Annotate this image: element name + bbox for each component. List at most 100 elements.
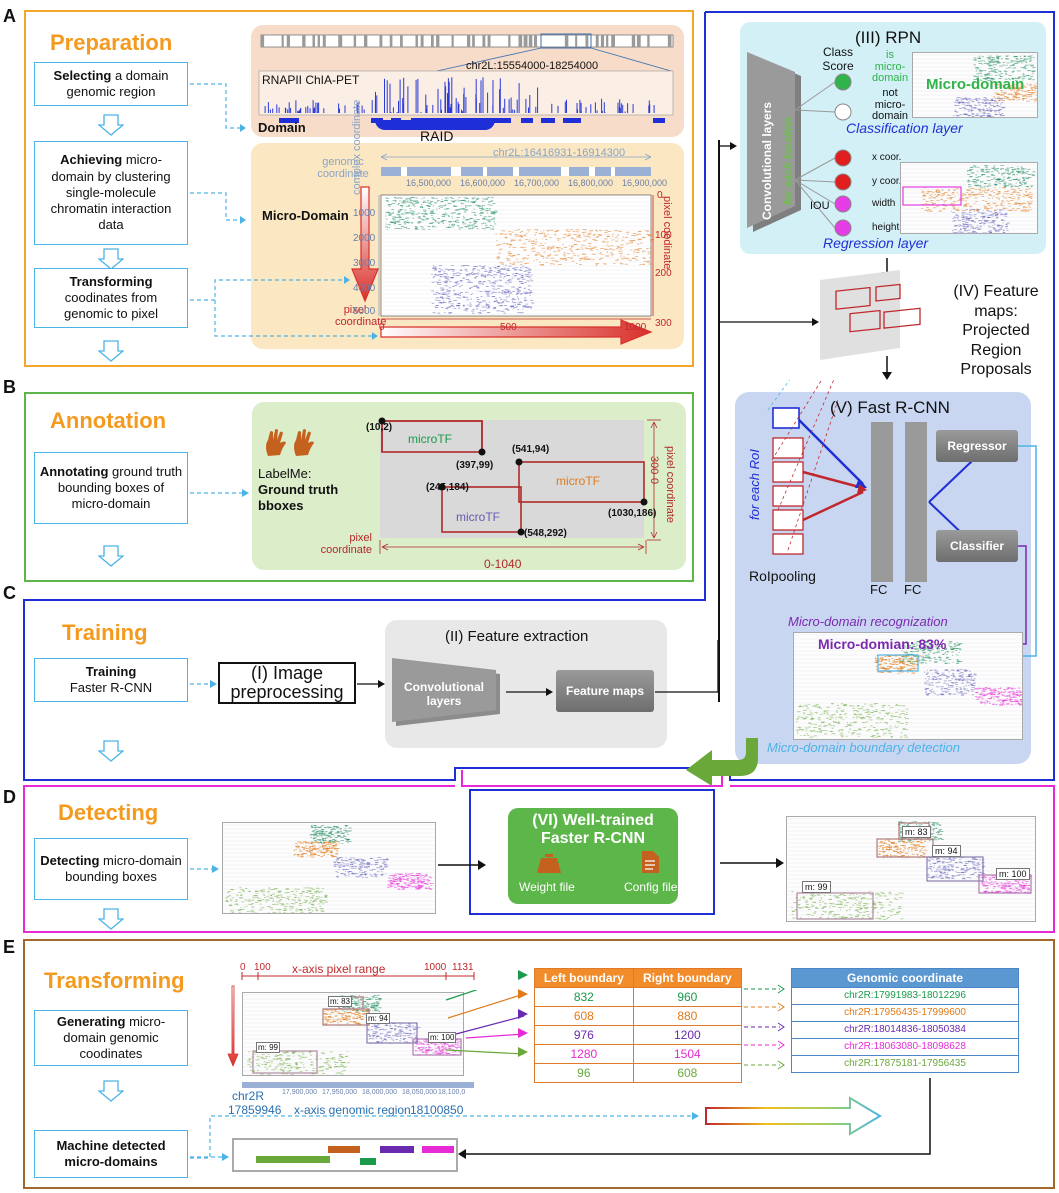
table-cell: 960: [632, 987, 743, 1007]
down-arrow-icon: [98, 740, 124, 762]
region-sub-label: chr2L:16416931-16914300: [493, 147, 626, 159]
transform-tag: m: 83: [328, 996, 353, 1007]
md-bar-green: [360, 1158, 376, 1165]
fast-rcnn-thumb: [793, 632, 1023, 740]
rpn-class-thumb: [912, 52, 1038, 118]
table-cell: 880: [632, 1006, 743, 1026]
panel-letter-a: A: [3, 6, 16, 26]
transforming-step-box: Transforming coodinates from genomic to …: [34, 268, 188, 328]
detect-tag: m: 100: [996, 868, 1030, 880]
table-cell: 1504: [632, 1044, 743, 1064]
transforming-bold: Transforming: [69, 273, 153, 289]
detect-connector: [190, 865, 219, 873]
x-pixel-range-label: x-axis pixel range: [292, 962, 386, 976]
table-cell: 608: [534, 1006, 634, 1026]
down-arrow-icon: [98, 545, 124, 567]
recognition-label: Micro-domain recognization: [788, 614, 948, 629]
chr-label: chr2R: [232, 1089, 265, 1103]
transform-arrowheads: [518, 970, 528, 1057]
pixel-tick: 1131: [452, 962, 474, 973]
detecting-title: Detecting: [58, 800, 159, 825]
micro-domain-label: Micro-Domain: [262, 208, 349, 223]
arrow-right-icon: [438, 860, 486, 870]
left-tick: 3000: [353, 258, 376, 269]
transform-bottom-connectors: [190, 1078, 931, 1159]
bottom-tick: 1000: [624, 322, 647, 333]
pixel-coordinate-label: pixel coordinate: [335, 304, 387, 328]
generating-rest: micro-domain genomic coodinates: [63, 1013, 166, 1062]
is-md-label: is micro-domain: [872, 49, 909, 85]
detect-tag: m: 99: [802, 881, 831, 893]
fc1-label: FC: [870, 582, 888, 597]
genomic-row: chr2R:17991983-18012296: [792, 987, 1018, 1004]
point-label: (541,94): [512, 444, 550, 455]
down-arrow-icon: [98, 248, 124, 270]
table-header: Right boundary: [632, 968, 743, 988]
x-genomic-label: x-axis genomic region: [294, 1103, 411, 1117]
start-label: 17859946: [228, 1103, 282, 1117]
table-cell: 1200: [632, 1025, 743, 1045]
genomic-header: Genomic coordinate: [792, 969, 1018, 987]
bottom-tick: 0: [379, 322, 385, 333]
left-tick: 4000: [353, 283, 376, 294]
detecting-step-box: Detecting micro-domain bounding boxes: [34, 838, 188, 900]
fc2-label: FC: [904, 582, 922, 597]
right-tick: 300: [655, 318, 672, 329]
raid-label: RAID: [420, 128, 454, 144]
panel-letter-e: E: [3, 937, 16, 957]
pixel-tick: 1000: [424, 962, 447, 973]
training-bold: Training: [85, 663, 137, 679]
right-tick: 200: [655, 268, 672, 279]
roipooling-label: RoIpooling: [749, 568, 816, 584]
detect-input-thumb: [222, 822, 436, 914]
transform-genomic-tick: 18,000,000: [362, 1089, 398, 1096]
detecting-bold: Detecting: [40, 852, 100, 868]
feature-maps-plane: [820, 270, 921, 360]
ycoor-label: y coor.: [872, 176, 902, 187]
green-bend-arrow: [686, 738, 758, 786]
fast-rcnn-title: (V) Fast R-CNN: [830, 398, 950, 417]
achieving-bold: Achieving: [60, 152, 123, 168]
dashed-map-arrows: [744, 984, 785, 1070]
conv-layers-shape: [392, 658, 500, 726]
table-cell: 608: [632, 1063, 743, 1083]
hands-icon: [266, 429, 314, 456]
annot-connector: [190, 489, 249, 497]
well-trained-label: (VI) Well-trained Faster R-CNN: [532, 812, 654, 848]
arrow-to-feature-maps: [718, 318, 819, 326]
point-label: (1030,186): [608, 508, 657, 519]
classification-layer-label: Classification layer: [846, 120, 963, 136]
config-file-icon: [642, 851, 659, 873]
detecting-rest: micro-domain bounding boxes: [65, 852, 182, 884]
arrow-to-rpn: [718, 142, 737, 150]
genomic-tick: 16,900,000: [622, 178, 668, 188]
feature-extraction-label: (II) Feature extraction: [445, 628, 589, 645]
transforming-rest: coodinates from genomic to pixel: [64, 289, 158, 322]
point-label: (397,99): [456, 460, 494, 471]
transform-thumb: [242, 992, 464, 1076]
transform-tag: m: 100: [428, 1032, 457, 1043]
right-tick: 100: [655, 230, 672, 241]
md-bar-orange: [328, 1146, 360, 1153]
machine-connector: [190, 1153, 229, 1161]
genomic-row: chr2R:18063080-18098628: [792, 1038, 1018, 1055]
selecting-step-box: Selecting a domain genomic region: [34, 62, 188, 106]
weight-file-label: Weight file: [519, 880, 575, 894]
transforming-title: Transforming: [44, 968, 185, 993]
box-label: microTF: [408, 432, 452, 446]
genomic-tick: 16,500,000: [406, 178, 452, 188]
transform-genomic-tick: 17,900,000: [282, 1089, 318, 1096]
transform-genomic-tick: 18,100,0: [438, 1089, 466, 1096]
rpn-conv-label: Convolutional layers: [760, 101, 774, 220]
iou-label: IOU: [810, 200, 830, 212]
arrow-down-icon: [882, 356, 892, 380]
detect-tag: m: 94: [932, 845, 961, 857]
genomic-coordinate-label: genomic coordinate: [317, 156, 369, 180]
down-arrow-icon: [98, 1080, 124, 1102]
not-md-label: not micro-domain: [871, 87, 909, 123]
config-file-label: Config file: [624, 880, 678, 894]
